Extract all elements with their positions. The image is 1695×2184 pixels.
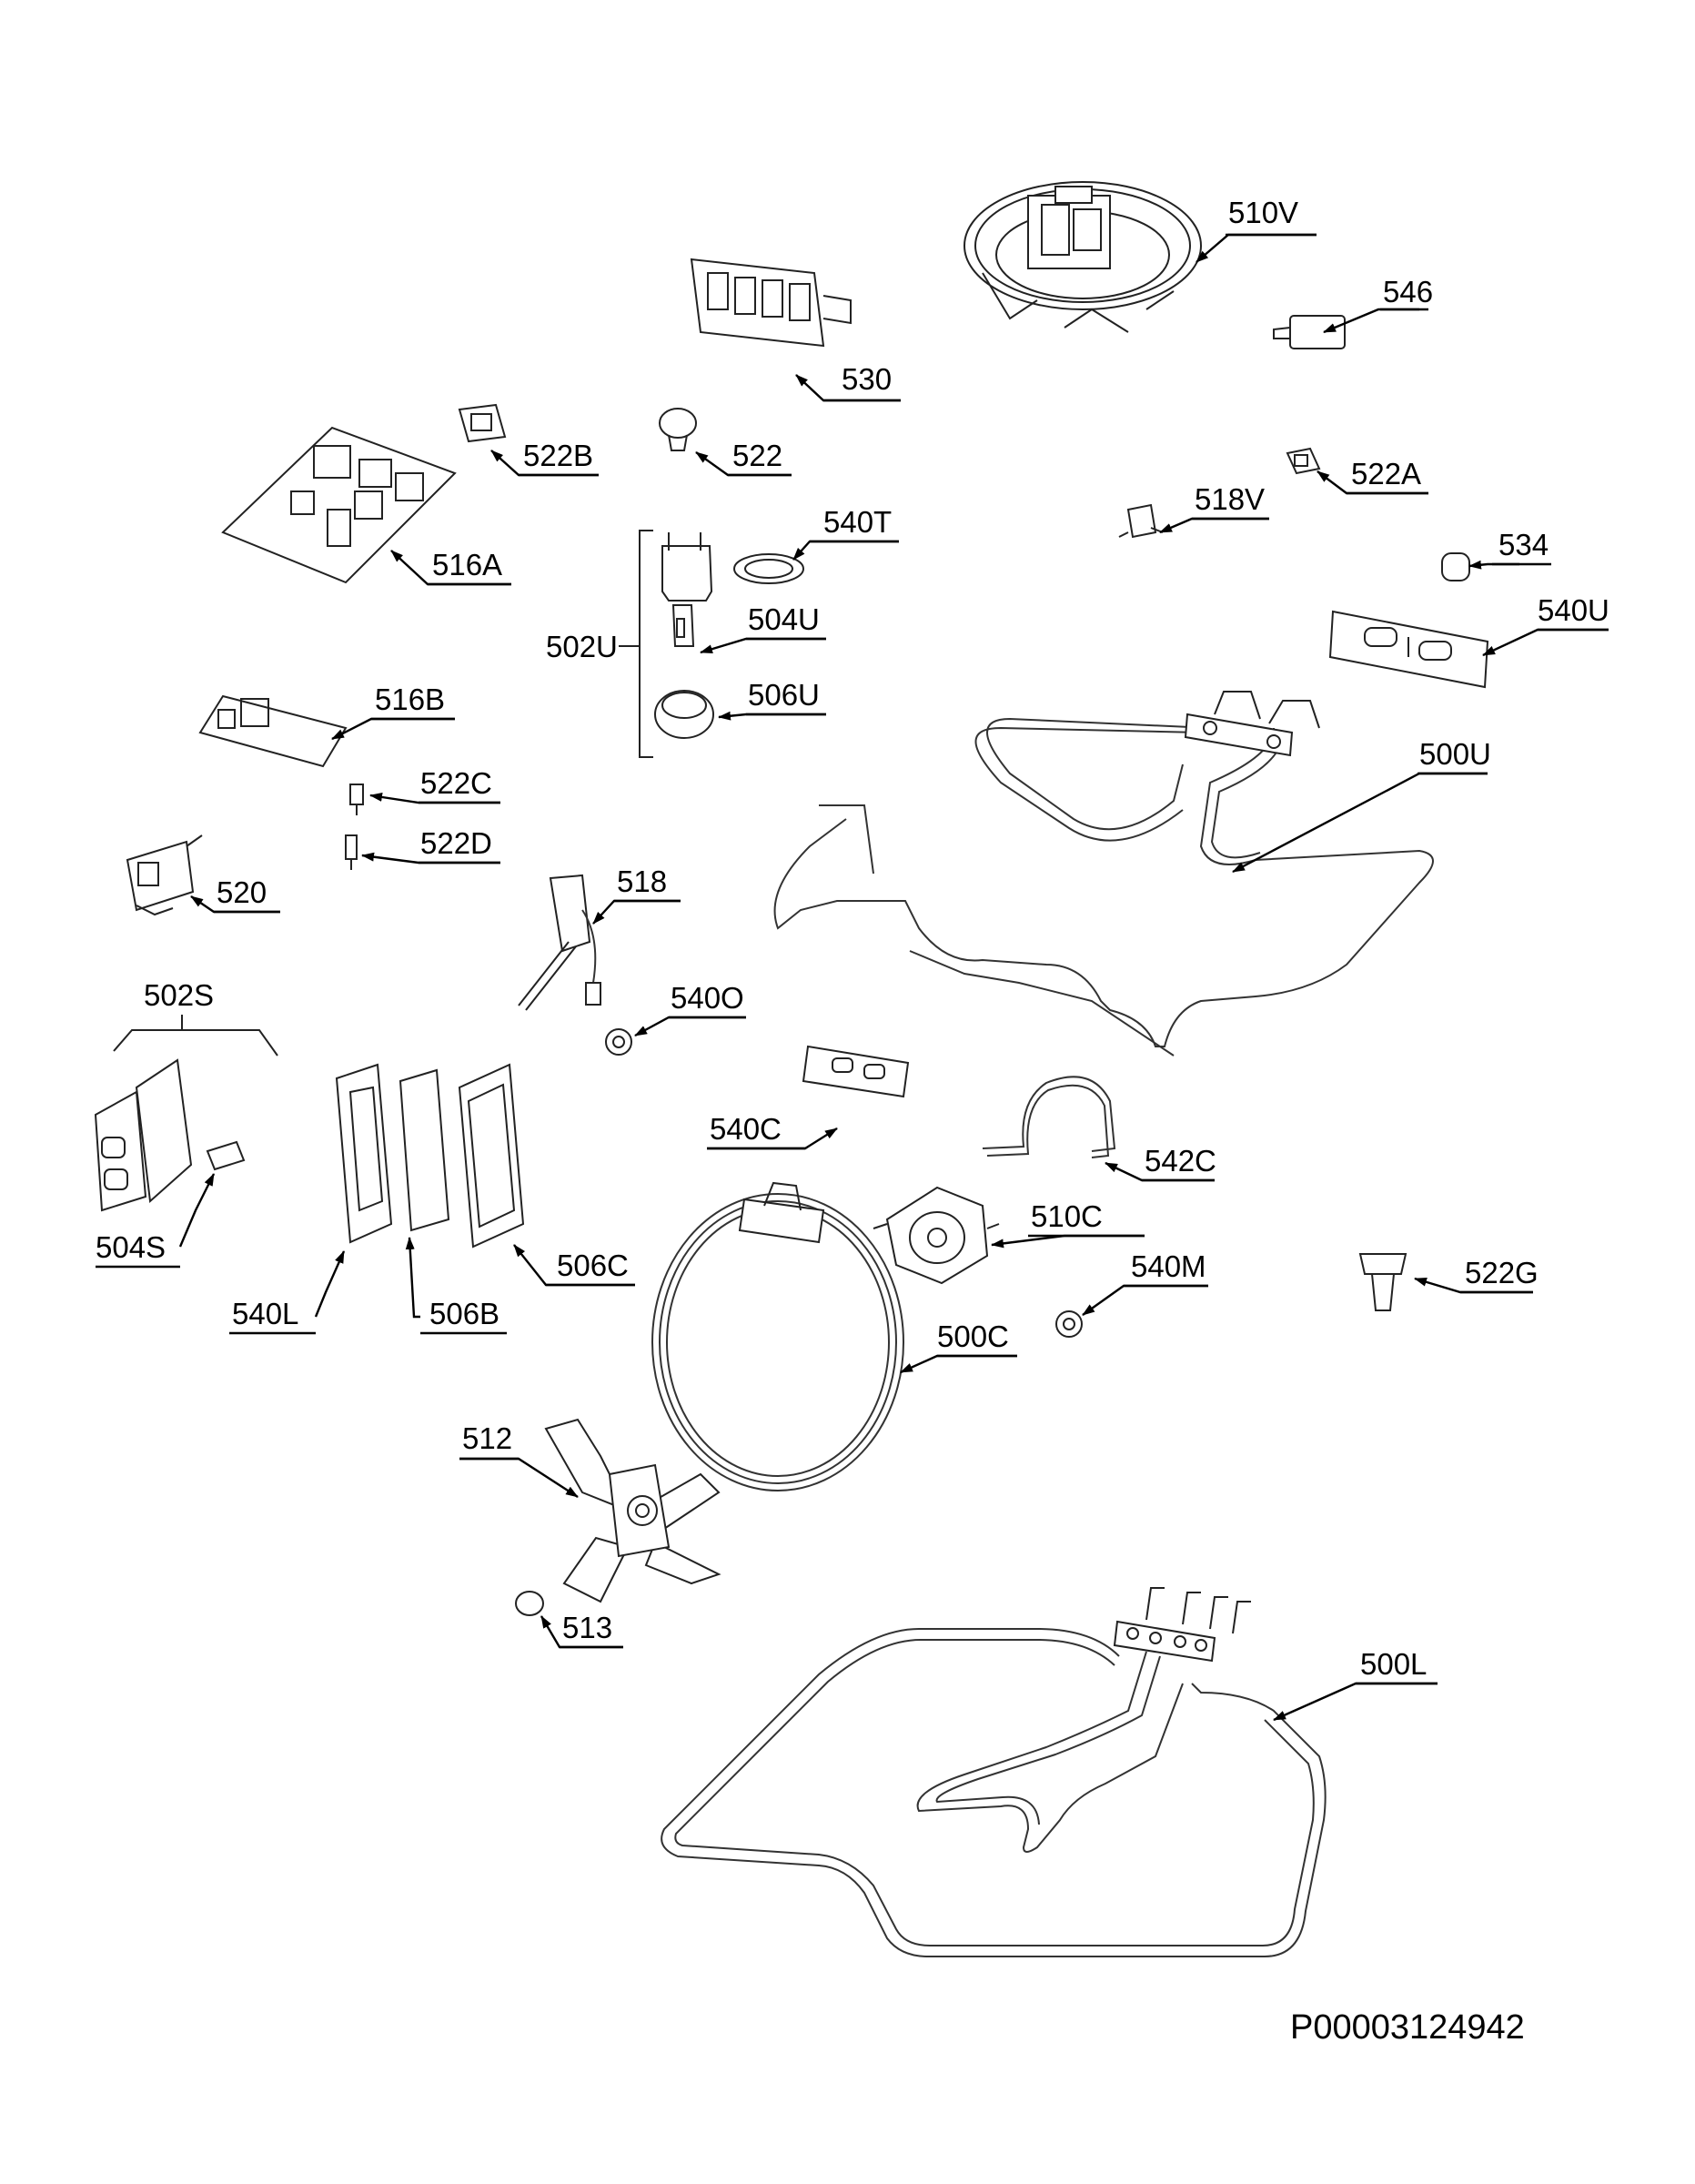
callout-534: 534 [1498, 528, 1549, 561]
callout-540t: 540T [823, 505, 892, 539]
fan-blade-512-part [544, 1418, 721, 1603]
fan-motor-510v-part [964, 181, 1202, 333]
gasket-540t-part [733, 553, 804, 584]
gasket-540l-part [335, 1063, 393, 1244]
grommet-540m-part [1055, 1310, 1083, 1338]
heating-element-500l-part [661, 1587, 1327, 1957]
callout-506u: 506U [748, 678, 820, 712]
part-522a [1286, 447, 1321, 475]
switch-502s-part [94, 1015, 278, 1212]
door-lock-520-part [126, 834, 203, 916]
callout-540c: 540C [710, 1112, 782, 1146]
glass-506b-part [399, 1068, 450, 1232]
part-518v [1118, 503, 1164, 539]
callout-500u: 500U [1419, 737, 1491, 771]
spring-542c-part [982, 1076, 1116, 1158]
fan-motor-510c-part [873, 1186, 1000, 1285]
part-546 [1273, 315, 1346, 349]
callout-542c: 542C [1145, 1144, 1216, 1178]
callout-504u: 504U [748, 602, 820, 636]
pcb-516a-part [221, 426, 457, 584]
heating-element-500u-part [773, 691, 1434, 1057]
part-534 [1441, 552, 1470, 581]
circular-element-500c-part [651, 1181, 904, 1491]
callout-516a: 516A [432, 548, 502, 581]
part-522c [349, 784, 364, 815]
callout-540u: 540U [1538, 593, 1609, 627]
callout-underlines [96, 233, 1609, 1685]
terminal-block-530-part [690, 258, 852, 348]
pcb-516b-part [198, 694, 348, 768]
callout-504s: 504S [96, 1230, 166, 1264]
part-522b [458, 403, 507, 443]
callout-500l: 500L [1360, 1647, 1427, 1681]
callout-516b: 516B [375, 682, 445, 716]
callout-520: 520 [217, 875, 267, 909]
callout-522: 522 [732, 439, 782, 472]
part-522d [345, 834, 358, 870]
callout-518: 518 [617, 864, 667, 898]
document-id: P00003124942 [1290, 2008, 1525, 2047]
callout-506b: 506B [429, 1297, 499, 1330]
callout-540l: 540L [232, 1297, 298, 1330]
callout-502u: 502U [546, 630, 618, 663]
thermostat-502u-part [619, 530, 714, 758]
callout-522d: 522D [420, 826, 492, 860]
callout-510v: 510V [1228, 196, 1298, 229]
callout-506c: 506C [557, 1249, 629, 1282]
part-522 [659, 408, 697, 451]
callout-540o: 540O [671, 981, 744, 1015]
callout-522b: 522B [523, 439, 593, 472]
callout-518v: 518V [1195, 482, 1265, 516]
callout-522g: 522G [1465, 1256, 1539, 1289]
callout-522c: 522C [420, 766, 492, 800]
sensor-518-part [518, 874, 601, 1011]
callout-530: 530 [842, 362, 892, 396]
callout-522a: 522A [1351, 457, 1421, 490]
plate-540u-part [1328, 610, 1489, 689]
callout-513: 513 [562, 1611, 612, 1644]
plate-540c-part [802, 1045, 910, 1098]
callout-labels: 510V 546 530 522B 522 522A 518V 516A 540… [96, 196, 1609, 2047]
grommet-540o-part [605, 1028, 632, 1056]
callout-546: 546 [1383, 275, 1433, 308]
callout-512: 512 [462, 1421, 512, 1455]
frame-506c-part [458, 1063, 525, 1249]
callout-510c: 510C [1031, 1199, 1103, 1233]
part-522g-part [1358, 1253, 1407, 1311]
nut-513-part [515, 1591, 544, 1616]
callout-500c: 500C [937, 1320, 1009, 1353]
callout-540m: 540M [1131, 1249, 1206, 1283]
callout-502s: 502S [144, 978, 214, 1012]
